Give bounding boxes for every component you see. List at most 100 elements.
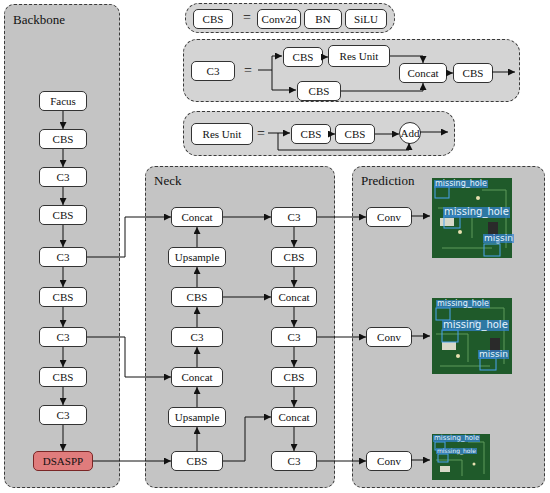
- flow-arrow: [294, 387, 295, 407]
- layer-box: BN: [304, 9, 342, 29]
- flow-arrow: [197, 307, 198, 327]
- layer-label: Upsample: [175, 412, 220, 423]
- layer-label: Conv2d: [262, 14, 297, 25]
- pcb-image: [432, 434, 490, 480]
- flow-arrow: [223, 417, 271, 461]
- flow-arrow: [447, 73, 453, 74]
- pcb-hole: [458, 230, 462, 234]
- flow-arrow: [390, 56, 423, 63]
- flow-arrow: [294, 227, 295, 247]
- layer-box: CBS: [271, 247, 317, 267]
- output-wire: [411, 336, 430, 337]
- detection-label: missin: [478, 350, 509, 359]
- layer-label: Add: [401, 128, 420, 139]
- flow-arrow: [197, 347, 198, 367]
- layer-box: CBS: [39, 367, 87, 387]
- layer-box: CBS: [171, 287, 223, 307]
- detection-box: [484, 244, 500, 256]
- output-wire: [420, 132, 448, 133]
- pcb-part: [440, 218, 454, 226]
- detection-label: missing_hole: [434, 180, 488, 188]
- pcb-trace: [436, 442, 484, 476]
- layer-label: C3: [57, 172, 70, 183]
- flow-arrow: [63, 149, 64, 167]
- layer-box: CBS: [39, 205, 87, 225]
- pcb-hole: [456, 354, 460, 358]
- pcb-hole: [476, 196, 480, 200]
- flow-arrow: [341, 83, 423, 91]
- layer-label: CBS: [53, 372, 74, 383]
- layer-label: Concat: [278, 412, 309, 423]
- layer-box: Facus: [39, 91, 87, 111]
- layer-label: C3: [288, 456, 301, 467]
- layer-box: C3: [39, 247, 87, 267]
- layer-box: CBS: [193, 9, 233, 29]
- flow-arrow: [317, 461, 366, 462]
- pcb-image: [432, 178, 512, 258]
- flow-arrow: [197, 227, 198, 247]
- flow-arrow: [294, 267, 295, 287]
- layer-box: C3: [171, 327, 223, 347]
- definition-group: =Res UnitCBSCBSAdd: [183, 111, 455, 156]
- layer-box: Concat: [271, 407, 317, 427]
- layer-label: Res Unit: [203, 129, 242, 140]
- flow-arrow: [223, 297, 271, 298]
- pcb-board: [432, 434, 490, 480]
- equals-sign: =: [243, 11, 251, 25]
- layer-box: Conv: [366, 327, 412, 347]
- layer-box: CBS: [335, 124, 375, 144]
- layer-label: Conv: [377, 212, 401, 223]
- flow-arrow: [63, 111, 64, 129]
- layer-box: Res Unit: [191, 123, 253, 145]
- detection-label: missing_hole: [443, 207, 510, 218]
- flow-arrow: [197, 387, 198, 407]
- flow-arrow: [294, 427, 295, 451]
- flow-arrow: [317, 337, 366, 338]
- layer-label: CBS: [53, 292, 74, 303]
- layer-label: C3: [207, 66, 220, 77]
- flow-arrow: [63, 267, 64, 287]
- pcb-part: [442, 342, 456, 350]
- layer-box: CBS: [297, 81, 341, 101]
- pcb-image: [432, 298, 512, 374]
- layer-box: CBS: [39, 287, 87, 307]
- layer-box: CBS: [39, 129, 87, 149]
- layer-label: C3: [288, 212, 301, 223]
- definition-group: = CBS Conv2d BN SiLU: [185, 3, 395, 33]
- layer-label: SiLU: [354, 14, 378, 25]
- flow-arrow: [223, 217, 271, 218]
- layer-box: Conv: [366, 207, 412, 227]
- output-wire: [492, 72, 515, 73]
- flow-arrow: [63, 347, 64, 367]
- layer-box: C3: [39, 405, 87, 425]
- layer-box: Conv: [366, 451, 412, 471]
- flow-arrow: [87, 217, 171, 257]
- flow-arrow: [63, 187, 64, 205]
- layer-label: CBS: [203, 14, 224, 25]
- output-wire: [411, 216, 430, 217]
- add-circle: Add: [399, 122, 421, 144]
- layer-label: Conv: [377, 456, 401, 467]
- definition-group: =C3CBSRes UnitCBSConcatCBS: [183, 39, 520, 102]
- layer-label: Concat: [278, 292, 309, 303]
- layer-box: CBS: [171, 451, 223, 471]
- layer-box: C3: [271, 327, 317, 347]
- flow-arrow: [294, 307, 295, 327]
- detection-box: [436, 308, 450, 320]
- layer-label: Facus: [50, 96, 76, 107]
- detection-label: missing_hole: [433, 435, 480, 442]
- stage-panel: BackboneFacusCBSC3CBSC3CBSC3CBSC3DSASPP: [4, 4, 120, 488]
- layer-label: C3: [57, 332, 70, 343]
- layer-label: CBS: [284, 372, 305, 383]
- pcb-hole: [473, 463, 476, 466]
- input-wire: [272, 56, 282, 57]
- layer-label: CBS: [284, 252, 305, 263]
- layer-label: C3: [57, 410, 70, 421]
- layer-box: C3: [271, 451, 317, 471]
- layer-label: CBS: [187, 456, 208, 467]
- layer-label: C3: [57, 252, 70, 263]
- layer-box: CBS: [283, 47, 323, 67]
- panel-title: Backbone: [13, 13, 65, 26]
